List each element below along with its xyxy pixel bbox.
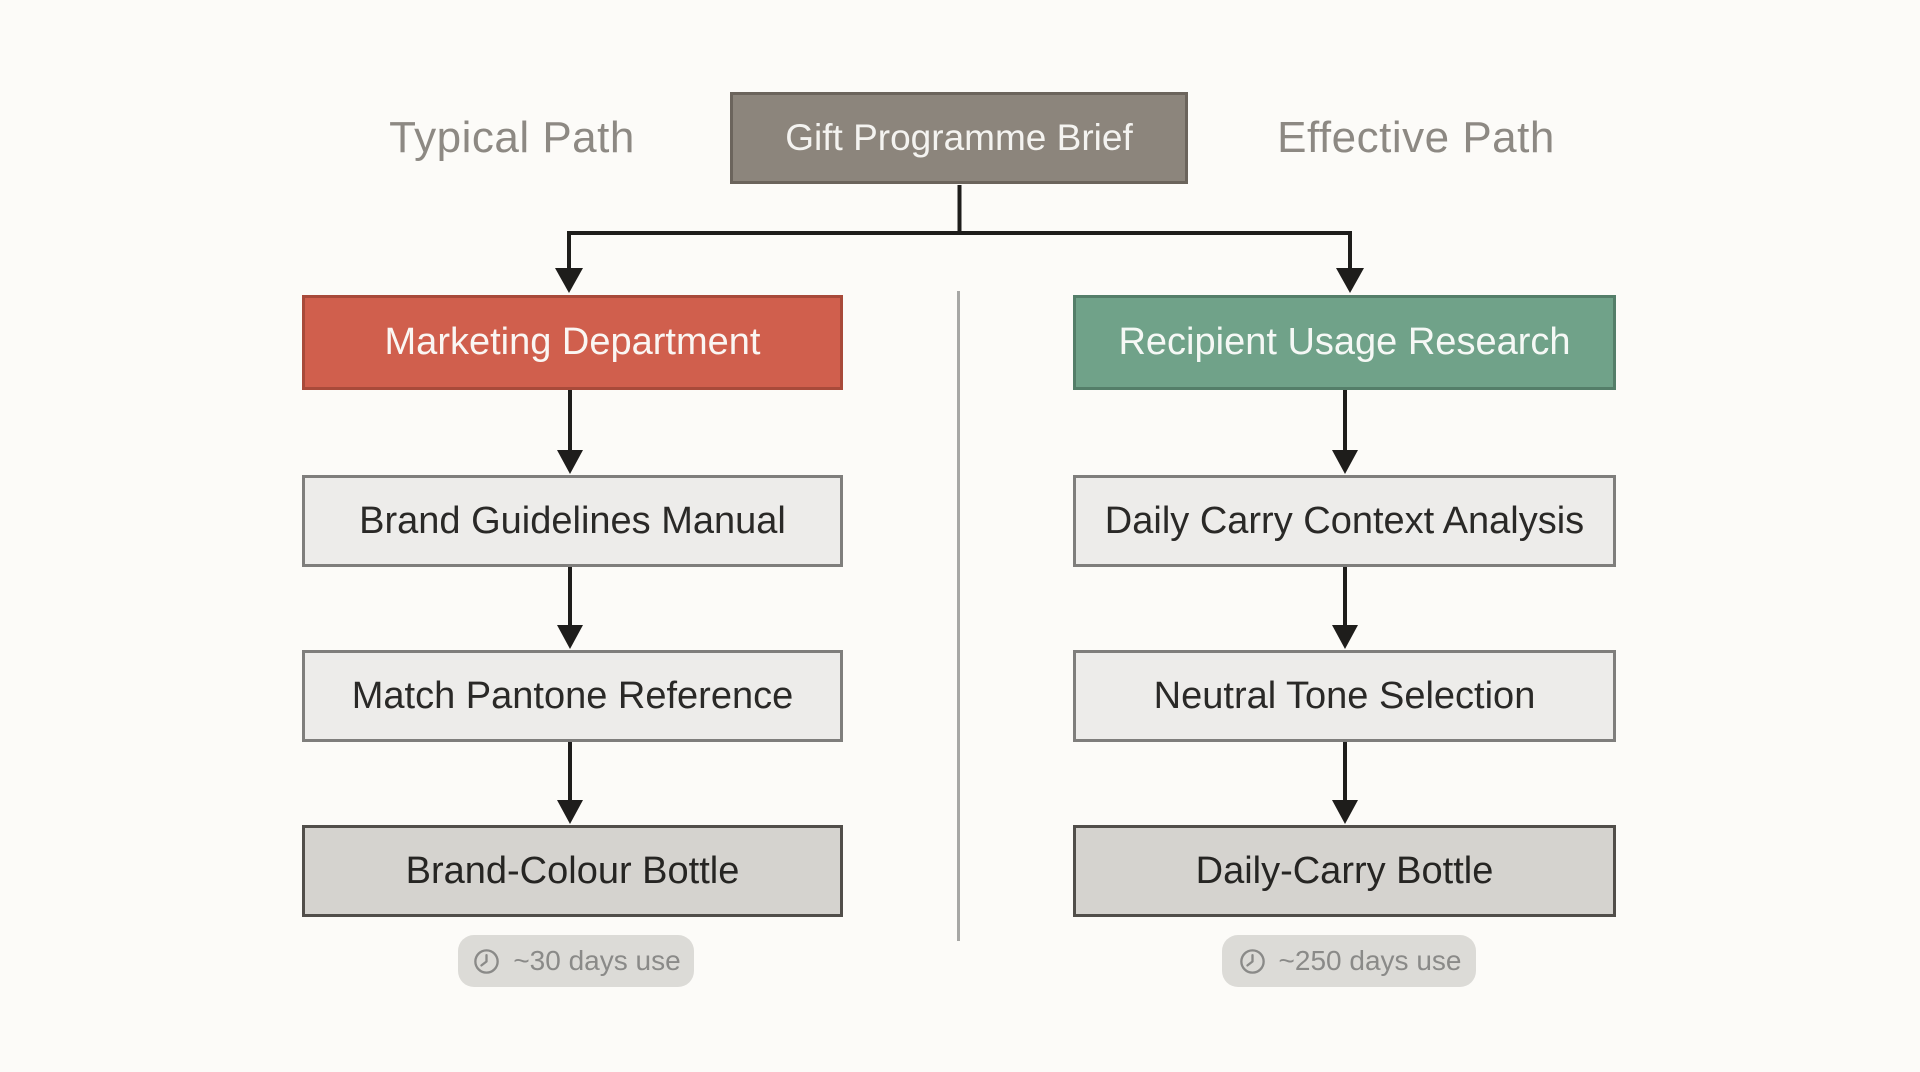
- typical-path-header: Typical Path: [389, 113, 635, 162]
- arrowhead-effective-3: [1332, 800, 1358, 824]
- node-match-pantone-reference: Match Pantone Reference: [302, 650, 843, 742]
- node-neutral-tone-selection: Neutral Tone Selection: [1073, 650, 1616, 742]
- arrowhead-effective-1: [1332, 450, 1358, 474]
- effective-duration-label: ~250 days use: [1278, 945, 1462, 976]
- node-marketing-department: Marketing Department: [302, 295, 843, 390]
- arrowhead-branch-left: [555, 268, 583, 293]
- node-daily-carry-bottle: Daily-Carry Bottle: [1073, 825, 1616, 917]
- typical-duration-label: ~30 days use: [513, 945, 681, 976]
- arrowhead-branch-right: [1336, 268, 1364, 293]
- arrowhead-effective-2: [1332, 625, 1358, 649]
- node-gift-programme-brief: Gift Programme Brief: [730, 92, 1188, 184]
- column-divider: [957, 291, 960, 941]
- clock-icon: [1239, 948, 1265, 974]
- arrowhead-typical-3: [557, 800, 583, 824]
- arrowhead-typical-1: [557, 450, 583, 474]
- node-brand-guidelines-manual: Brand Guidelines Manual: [302, 475, 843, 567]
- node-brand-colour-bottle: Brand-Colour Bottle: [302, 825, 843, 917]
- node-daily-carry-context-analysis: Daily Carry Context Analysis: [1073, 475, 1616, 567]
- effective-duration-badge: ~250 days use: [1222, 935, 1476, 987]
- arrowhead-typical-2: [557, 625, 583, 649]
- effective-path-header: Effective Path: [1277, 113, 1555, 162]
- typical-duration-badge: ~30 days use: [458, 935, 694, 987]
- node-recipient-usage-research: Recipient Usage Research: [1073, 295, 1616, 390]
- clock-icon: [474, 948, 500, 974]
